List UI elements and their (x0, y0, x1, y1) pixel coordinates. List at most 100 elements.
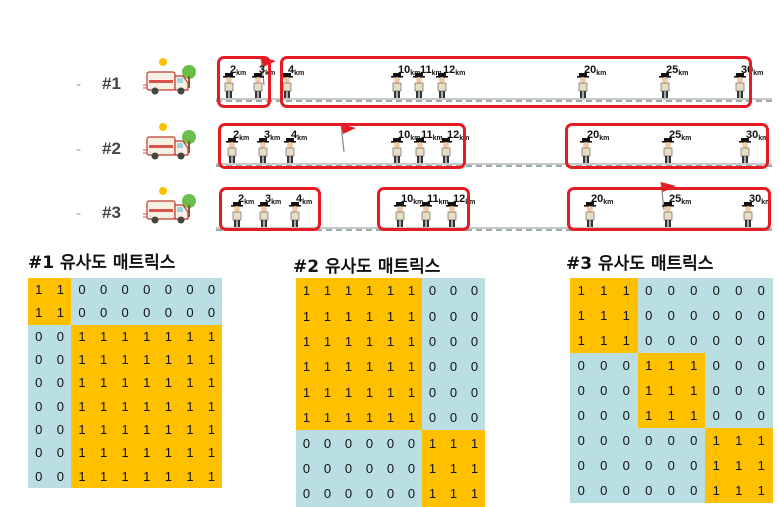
matrix-cell: 0 (401, 455, 422, 482)
matrix-cell: 1 (660, 353, 683, 378)
matrix-cell: 1 (28, 278, 50, 302)
matrix-cell: 1 (422, 430, 443, 456)
matrix-cell: 0 (296, 481, 317, 507)
delivery-person-icon (390, 137, 404, 165)
delivery-person-icon (661, 137, 675, 165)
delivery-person-icon (741, 201, 755, 229)
matrix-cell: 1 (592, 303, 615, 328)
matrix-cell: 0 (570, 378, 593, 403)
matrix-cell: 0 (615, 353, 638, 378)
matrix-cell: 0 (727, 278, 750, 303)
km-label: 2km (238, 193, 254, 206)
km-value: 2 (230, 64, 237, 76)
matrix-cell: 1 (464, 455, 485, 482)
matrix-cell: 1 (114, 441, 136, 465)
km-label: 3km (265, 193, 281, 206)
matrix-cell: 0 (28, 441, 50, 465)
km-unit: km (681, 199, 692, 206)
matrix-cell: 1 (157, 394, 180, 418)
matrix-cell: 0 (615, 428, 638, 453)
km-unit: km (236, 70, 247, 77)
delivery-person-icon (658, 72, 672, 100)
delivery-person-icon (283, 137, 297, 165)
matrix-cell: 1 (422, 455, 443, 482)
matrix-cell: 1 (422, 481, 443, 507)
km-value: 10 (401, 193, 414, 205)
km-value: 3 (265, 193, 272, 205)
delivery-person-icon (393, 201, 407, 229)
matrix-cell: 1 (380, 379, 401, 405)
matrix-cell: 0 (570, 403, 593, 428)
matrix-cell: 0 (401, 481, 422, 507)
matrix-cell: 1 (135, 417, 158, 442)
matrix-cell: 1 (200, 371, 223, 395)
matrix-cell: 0 (750, 328, 773, 353)
matrix-cell: 1 (179, 371, 201, 395)
matrix-cell: 1 (200, 441, 223, 465)
delivery-person-icon (661, 201, 675, 229)
matrix-cell: 1 (317, 278, 338, 304)
matrix-cell: 1 (200, 324, 223, 348)
delivery-person-icon (738, 137, 752, 165)
matrix-cell: 1 (92, 441, 115, 465)
km-value: 20 (584, 64, 597, 76)
matrix-cell: 1 (443, 455, 464, 482)
matrix-cell: 0 (114, 301, 136, 325)
matrix-cell: 1 (296, 379, 317, 405)
km-unit: km (302, 199, 313, 206)
km-label: 11km (420, 64, 442, 77)
matrix-cell: 1 (200, 464, 223, 488)
matrix-cell: 1 (443, 481, 464, 507)
matrix-cell: 0 (380, 455, 401, 482)
matrix-cell: 0 (637, 278, 660, 303)
km-value: 20 (587, 129, 600, 141)
matrix-cell: 0 (49, 324, 72, 348)
matrix-cell: 1 (401, 278, 422, 304)
matrix-cell: 0 (200, 301, 223, 325)
matrix-cell: 0 (49, 441, 72, 465)
matrix-cell: 0 (114, 278, 136, 302)
km-unit: km (678, 70, 689, 77)
matrix-cell: 1 (359, 404, 380, 431)
matrix-cell: 0 (750, 278, 773, 303)
matrix-cell: 1 (615, 278, 638, 303)
km-value: 11 (420, 64, 432, 76)
km-unit: km (596, 70, 607, 77)
delivery-person-icon (225, 137, 239, 165)
matrix-cell: 0 (422, 303, 443, 329)
road-lane-marking (216, 229, 772, 231)
km-value: 11 (421, 129, 433, 141)
matrix-cell: 0 (682, 303, 705, 328)
matrix-cell: 0 (92, 278, 115, 302)
matrix-cell: 1 (296, 303, 317, 329)
matrix-cell: 0 (660, 478, 683, 503)
matrix-cell: 1 (114, 324, 136, 348)
delivery-person-icon (222, 72, 236, 100)
matrix-cell: 1 (570, 328, 593, 353)
matrix-cell: 0 (338, 455, 359, 482)
km-label: 25km (669, 129, 691, 142)
matrix-cell: 1 (114, 417, 136, 442)
km-value: 10 (398, 129, 411, 141)
matrix-cell: 0 (637, 328, 660, 353)
delivery-person-icon (583, 201, 597, 229)
delivery-person-icon (280, 72, 294, 100)
matrix-cell: 1 (92, 464, 115, 488)
cluster-group-box (567, 187, 771, 231)
delivery-person-icon (390, 72, 404, 100)
matrix-cell: 1 (71, 347, 93, 372)
cluster-group-box (565, 123, 769, 169)
road (216, 98, 772, 100)
matrix-cell: 0 (49, 464, 72, 488)
matrix-cell: 0 (682, 428, 705, 453)
matrix-cell: 0 (705, 303, 728, 328)
matrix-cell: 0 (750, 353, 773, 378)
km-value: 4 (291, 129, 298, 141)
km-value: 4 (288, 64, 295, 76)
matrix-cell: 0 (317, 481, 338, 507)
matrix-cell: 0 (71, 301, 93, 325)
delivery-person-icon (579, 137, 593, 165)
matrix-cell: 1 (92, 371, 115, 395)
matrix-cell: 1 (682, 403, 705, 428)
matrix-cell: 0 (296, 455, 317, 482)
